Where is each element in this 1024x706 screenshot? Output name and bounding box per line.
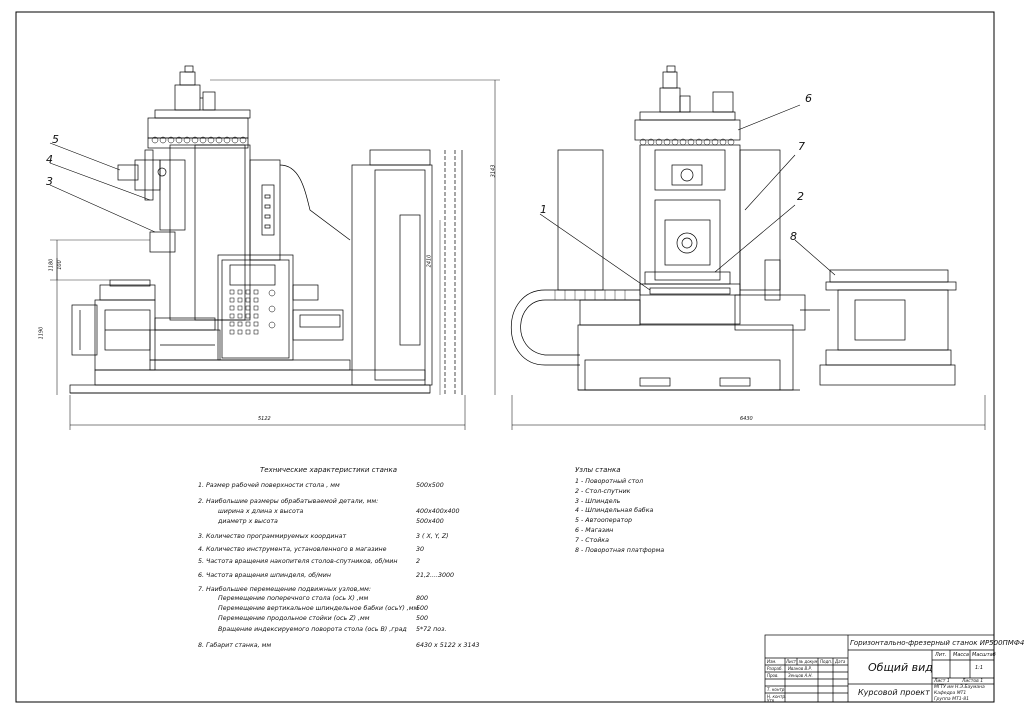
spec-label: 4. Количество инструмента, установленног… (198, 546, 387, 553)
spec-value: 400x400x400 (416, 508, 460, 515)
spec-label: 7. Наибольшее перемещение подвижных узло… (198, 586, 371, 593)
dim-right-width: 6430 (740, 416, 753, 422)
tb-col-doc: № докум. (799, 659, 819, 664)
tb-col-date: Дата (835, 659, 846, 664)
spec-value: 3 ( X, Y, Z) (416, 533, 449, 540)
sheet-frame (15, 11, 995, 703)
part-item: 2 - Стол-спутник (575, 487, 631, 495)
tb-machine-name: Горизонтально-фрезерный станок ИР500ПМФ4 (850, 639, 1024, 647)
side-view (50, 65, 500, 430)
callout-2: 2 (797, 190, 804, 203)
tb-project: Курсовой проект (858, 688, 930, 697)
tb-row-utv: Утв. (767, 698, 776, 703)
side-view-leaders (49, 142, 156, 233)
tb-mass: Масса (953, 652, 969, 658)
callout-7: 7 (798, 140, 805, 153)
tb-scale: Масштаб (972, 652, 996, 658)
spec-label: 3. Количество программируемых координат (198, 533, 347, 540)
spec-label: 2. Наибольшие размеры обрабатываемой дет… (198, 498, 379, 505)
spec-label: Перемещение поперечного стола (ось X) ,м… (218, 595, 369, 602)
tb-org3: Группа МТ1-81 (934, 697, 969, 702)
spec-label: Вращение индексируемого поворота стола (… (218, 626, 407, 633)
callout-3: 3 (46, 175, 53, 188)
dim-height-spindle: 1180 (48, 258, 55, 272)
title-block (764, 634, 995, 703)
tb-name-prov: Зенцов А.Н. (788, 673, 813, 678)
spec-label: диаметр x высота (218, 518, 278, 525)
part-item: 6 - Магазин (575, 527, 614, 534)
tb-row-razrab: Разраб. (767, 666, 783, 671)
tb-org1: МГТУ им Н.Э.Баумана (934, 685, 985, 690)
dim-small: 100 (56, 260, 63, 270)
spec-label: 8. Габарит станка, мм (198, 642, 272, 649)
spec-value: 21,2....3000 (416, 572, 455, 579)
tb-lit: Лит. (935, 652, 947, 658)
spec-value: 30 (416, 546, 425, 553)
spec-value: 2 (416, 558, 421, 565)
spec-value: 500 (416, 605, 429, 612)
spec-label: 1. Размер рабочей поверхности стола , мм (198, 482, 340, 489)
spec-value: 500 (416, 615, 429, 622)
front-view (511, 65, 986, 430)
specs-title: Технические характеристики станка (260, 466, 398, 474)
spec-label: 6. Частота вращения шпинделя, об/мин (198, 572, 332, 579)
part-item: 1 - Поворотный стол (575, 478, 644, 485)
tb-col-list: Лист (786, 659, 797, 664)
spec-value: 800 (416, 595, 429, 602)
spec-label: ширина x длина x высота (218, 508, 304, 515)
part-item: 3 - Шпиндель (575, 497, 621, 505)
callout-6: 6 (805, 92, 812, 105)
dim-height-table: 1190 (38, 326, 45, 340)
tb-col-sign: Подп. (820, 659, 833, 664)
tb-row-tkontr: Т. контр. (767, 687, 786, 692)
part-item: 5 - Автооператор (575, 517, 633, 525)
spec-value: 5*72 поз. (416, 626, 447, 633)
tb-sheet: Лист 1 (934, 679, 950, 684)
front-view-leaders (539, 104, 836, 291)
dim-height-total: 3143 (490, 164, 497, 178)
spec-label: 5. Частота вращения накопителя столов-сп… (198, 558, 398, 565)
tb-name-razrab: Иванов В.Р. (788, 666, 813, 671)
tb-org2: Кафедра МТ1 (934, 691, 967, 696)
tb-row-prov: Пров. (767, 673, 779, 678)
callout-8: 8 (790, 230, 797, 243)
spec-value: 500x400 (416, 518, 444, 525)
part-item: 8 - Поворотная платформа (575, 546, 665, 554)
part-item: 4 - Шпиндельная бабка (575, 507, 654, 515)
tb-drawing-name: Общий вид (868, 661, 933, 674)
spec-value: 6430 x 5122 x 3143 (416, 642, 480, 649)
dim-height-column: 2410 (426, 254, 433, 268)
part-item: 7 - Стойка (575, 536, 609, 544)
dim-left-width: 5122 (258, 416, 271, 422)
callout-4: 4 (46, 153, 53, 166)
callout-1: 1 (540, 203, 547, 216)
parts-title: Узлы станка (575, 466, 621, 474)
drawing-sheet (15, 11, 995, 703)
spec-label: Перемещение продольное стойки (ось Z) ,м… (218, 615, 370, 622)
tb-col-izm: Изм. (767, 659, 777, 664)
spec-label: Перемещение вертикальное шпиндельное баб… (218, 605, 419, 612)
tb-row-nkontr: Н. контр. (767, 694, 787, 699)
tb-sheets: Листов 1 (962, 679, 984, 684)
tb-scale-value: 1:1 (975, 665, 984, 671)
callout-5: 5 (52, 133, 59, 146)
spec-value: 500x500 (416, 482, 444, 489)
